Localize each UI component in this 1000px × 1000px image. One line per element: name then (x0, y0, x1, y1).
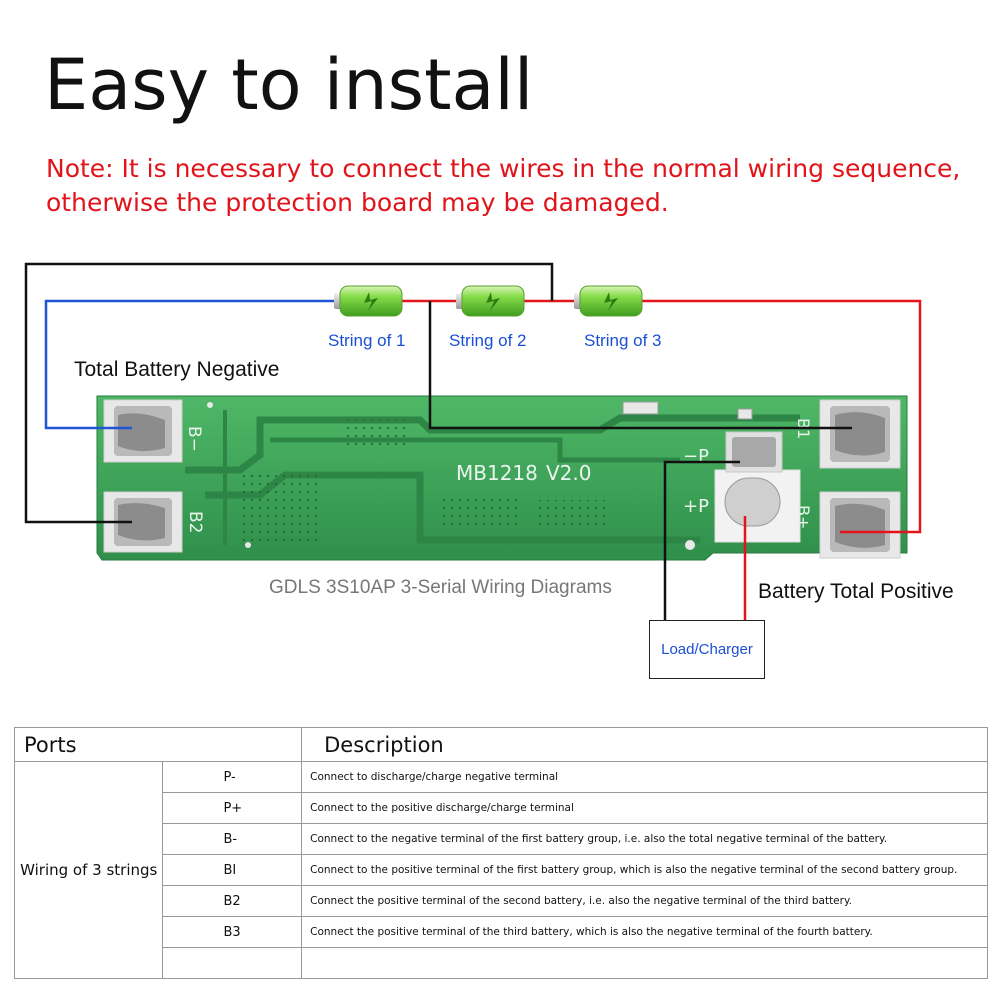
pad-b-plus-label: B+ (794, 505, 813, 529)
port-cell: B3 (162, 916, 303, 948)
desc-cell: Connect the positive terminal of the sec… (301, 885, 988, 917)
string-1-label: String of 1 (328, 331, 406, 350)
pad-b-plus (819, 491, 901, 559)
port-cell (162, 947, 303, 979)
desc-cell: Connect to the positive discharge/charge… (301, 792, 988, 824)
table-row: B- Connect to the negative terminal of t… (15, 823, 988, 855)
port-cell: BI (162, 854, 303, 886)
pad-b2 (103, 491, 183, 553)
table-header-row: Ports Description (13, 727, 988, 762)
desc-cell: Connect to the positive terminal of the … (301, 854, 988, 886)
col-header-description: Description (301, 727, 988, 762)
pad-p-minus (725, 431, 783, 473)
wiring-diagram: MB1218 V2.0 B− B2 −P +P B1 B+ (24, 262, 922, 622)
table-row: P+ Connect to the positive discharge/cha… (15, 792, 988, 824)
desc-cell: Connect to the negative terminal of the … (301, 823, 988, 855)
board-version: V2.0 (546, 461, 592, 485)
table-row: BI Connect to the positive terminal of t… (15, 854, 988, 886)
total-positive-label: Battery Total Positive (758, 580, 954, 603)
battery-icon-3 (574, 285, 643, 317)
warning-note: Note: It is necessary to connect the wir… (46, 154, 961, 217)
ports-table: Ports Description Wiring of 3 strings P-… (13, 727, 988, 979)
port-cell: B- (162, 823, 303, 855)
desc-cell: Connect the positive terminal of the thi… (301, 916, 988, 948)
wire-balance-b2 (24, 262, 554, 524)
col-header-ports: Ports (13, 727, 303, 762)
total-negative-label: Total Battery Negative (74, 358, 280, 381)
wire-negative (44, 299, 340, 430)
pad-p-plus-label: +P (683, 496, 709, 517)
page-title: Easy to install (44, 44, 534, 126)
pad-b-minus (103, 399, 183, 463)
load-charger-box: Load/Charger (649, 620, 765, 679)
wire-balance-b1 (428, 301, 852, 430)
load-charger-label: Load/Charger (661, 641, 753, 658)
table-row (15, 947, 988, 979)
string-2-label: String of 2 (449, 331, 527, 350)
protection-board (96, 395, 908, 561)
port-cell: P+ (162, 792, 303, 824)
diagram-caption: GDLS 3S10AP 3-Serial Wiring Diagrams (269, 577, 612, 598)
desc-cell: Connect to discharge/charge negative ter… (301, 761, 988, 793)
pad-b1 (819, 399, 901, 469)
pad-p-minus-label: −P (683, 446, 709, 467)
battery-icon-1 (334, 285, 403, 317)
board-model: MB1218 (456, 461, 538, 485)
port-cell: B2 (162, 885, 303, 917)
string-3-label: String of 3 (584, 331, 662, 350)
battery-icon-2 (456, 285, 525, 317)
group-label: Wiring of 3 strings (13, 761, 164, 979)
table-row: Wiring of 3 strings P- Connect to discha… (13, 761, 988, 979)
port-cell: P- (162, 761, 303, 793)
pad-b2-label: B2 (185, 511, 205, 533)
desc-cell (301, 947, 988, 979)
pad-b-minus-label: B− (184, 426, 204, 452)
wire-load-negative (663, 460, 740, 622)
